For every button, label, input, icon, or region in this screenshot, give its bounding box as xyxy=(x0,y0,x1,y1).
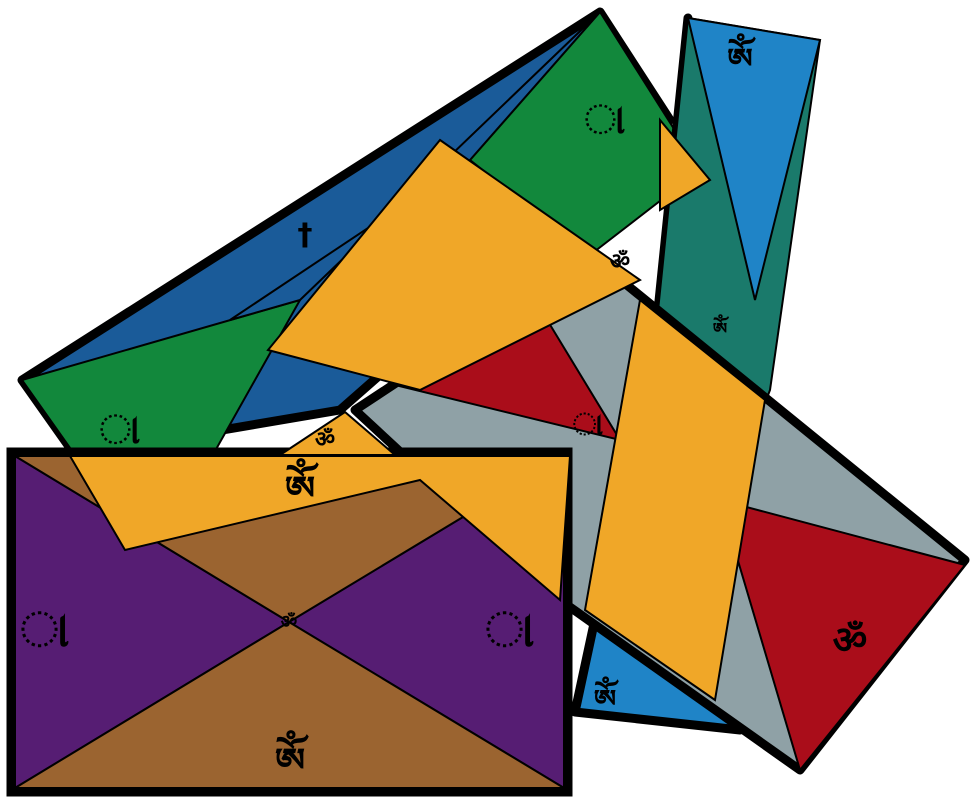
glyph-icon: ॐ xyxy=(610,250,630,275)
glyph-icon: ା xyxy=(573,408,604,443)
glyph-icon: ॐ xyxy=(833,618,868,662)
glyph-icon: ା xyxy=(21,602,70,658)
glyph-icon: ା xyxy=(100,407,141,453)
glyph-icon: ା xyxy=(585,97,626,143)
glyph-icon: ॐ xyxy=(315,428,335,453)
glyph-icon: ॐ xyxy=(281,612,297,633)
glyph-icon: ା xyxy=(486,602,535,658)
glyph-icon: † xyxy=(298,218,313,253)
